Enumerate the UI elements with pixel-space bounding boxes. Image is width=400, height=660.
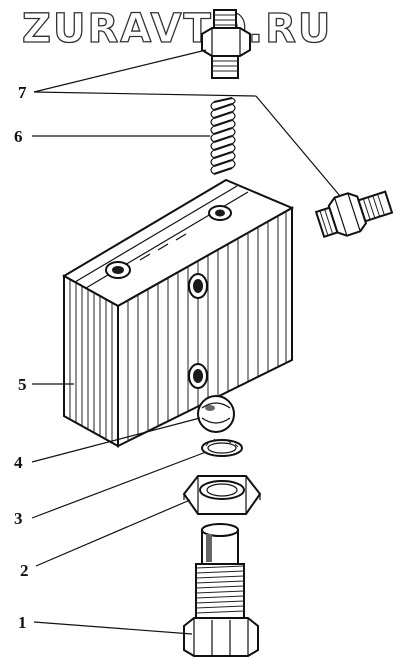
part-number-2: 2: [20, 561, 29, 580]
part-number-1: 1: [18, 613, 27, 632]
watermark-text: ZURAVTO.RU: [22, 6, 332, 52]
spring: [210, 97, 236, 175]
part-number-7: 7: [18, 83, 27, 102]
fitting-side: [314, 190, 394, 239]
valve-body-block: [61, 178, 295, 448]
hex-nut: [182, 475, 262, 515]
part-number-5: 5: [18, 375, 27, 394]
threaded-plug: [183, 523, 259, 657]
part-number-3: 3: [14, 509, 23, 528]
fitting-top: [201, 9, 251, 79]
valve-ball: [197, 395, 235, 433]
part-number-6: 6: [14, 127, 23, 146]
seal-ring: [201, 438, 243, 457]
part-number-4: 4: [14, 453, 23, 472]
leader-lines: [31, 49, 341, 635]
